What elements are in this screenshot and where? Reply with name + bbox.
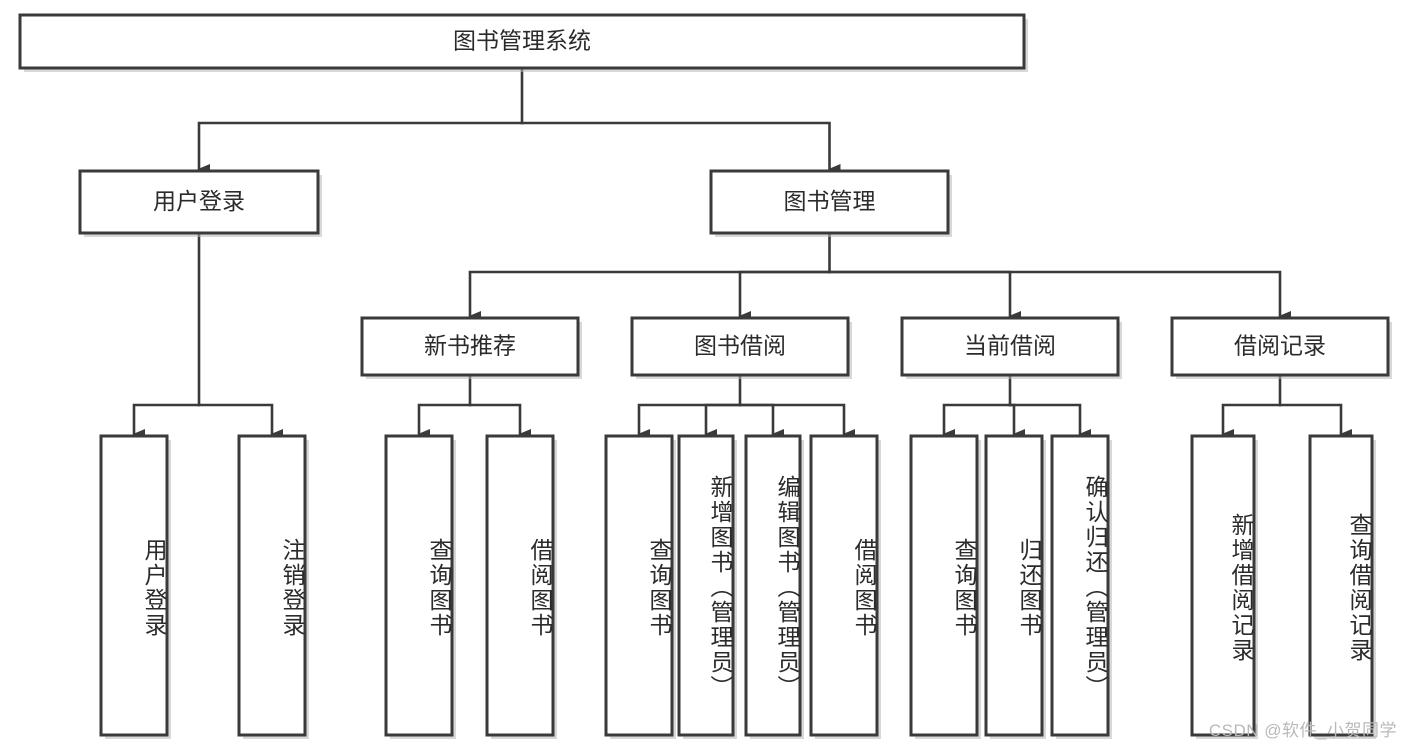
leaf-leaf-return-book[interactable]: [984, 434, 1046, 739]
node-new-book-recommend[interactable]: 新书推荐: [360, 316, 582, 379]
connector-line: [828, 270, 1291, 321]
leaf-leaf-user-login[interactable]: [99, 434, 171, 739]
node-label-root: 图书管理系统: [453, 28, 591, 54]
node-label-current-borrow: 当前借阅: [964, 333, 1056, 359]
node-book-manage[interactable]: 图书管理: [709, 169, 952, 237]
node-label-new-book-recommend: 新书推荐: [424, 333, 516, 359]
connector-line: [132, 403, 201, 439]
connector-line: [417, 403, 472, 439]
leaf-leaf-confirm-return[interactable]: [1050, 434, 1112, 739]
connector-line: [828, 270, 1021, 321]
connector-line: [197, 121, 524, 174]
connector-line: [468, 270, 831, 321]
node-current-borrow[interactable]: 当前借阅: [900, 316, 1122, 379]
connectors-layer: [132, 66, 1352, 439]
connector-line: [942, 403, 1012, 439]
node-label-user-login: 用户登录: [153, 188, 245, 214]
leaf-leaf-query-book-2[interactable]: [604, 434, 676, 739]
watermark-text: CSDN @软件_小贺同学: [1208, 721, 1397, 740]
node-book-borrow[interactable]: 图书借阅: [630, 316, 852, 379]
connector-line: [197, 403, 283, 439]
leaf-leaf-add-record[interactable]: [1190, 434, 1258, 739]
node-borrow-record[interactable]: 借阅记录: [1170, 316, 1392, 379]
leaf-leaf-query-book-3[interactable]: [909, 434, 981, 739]
leaf-leaf-add-book[interactable]: [677, 434, 737, 739]
connector-line: [738, 270, 831, 321]
node-user-login[interactable]: 用户登录: [78, 169, 322, 237]
connector-line: [704, 403, 742, 439]
connector-line: [1278, 403, 1352, 439]
connector-line: [637, 403, 742, 439]
leaf-leaf-query-book-1[interactable]: [384, 434, 456, 739]
node-label-book-manage: 图书管理: [784, 188, 876, 214]
connector-line: [1221, 403, 1282, 439]
leaf-leaf-user-logout[interactable]: [237, 434, 309, 739]
leaf-leaf-edit-book[interactable]: [744, 434, 804, 739]
connector-line: [468, 403, 531, 439]
node-label-borrow-record: 借阅记录: [1234, 333, 1326, 359]
connector-line: [1008, 403, 1025, 439]
connector-line: [738, 403, 784, 439]
connector-line: [738, 403, 855, 439]
leaf-leaf-borrow-book-2[interactable]: [809, 434, 881, 739]
leaf-leaf-query-record[interactable]: [1308, 434, 1376, 739]
leaf-leaf-borrow-book-1[interactable]: [485, 434, 557, 739]
connector-line: [1008, 403, 1091, 439]
connector-line: [520, 121, 841, 174]
node-label-book-borrow: 图书借阅: [694, 333, 786, 359]
node-root[interactable]: 图书管理系统: [18, 13, 1028, 72]
